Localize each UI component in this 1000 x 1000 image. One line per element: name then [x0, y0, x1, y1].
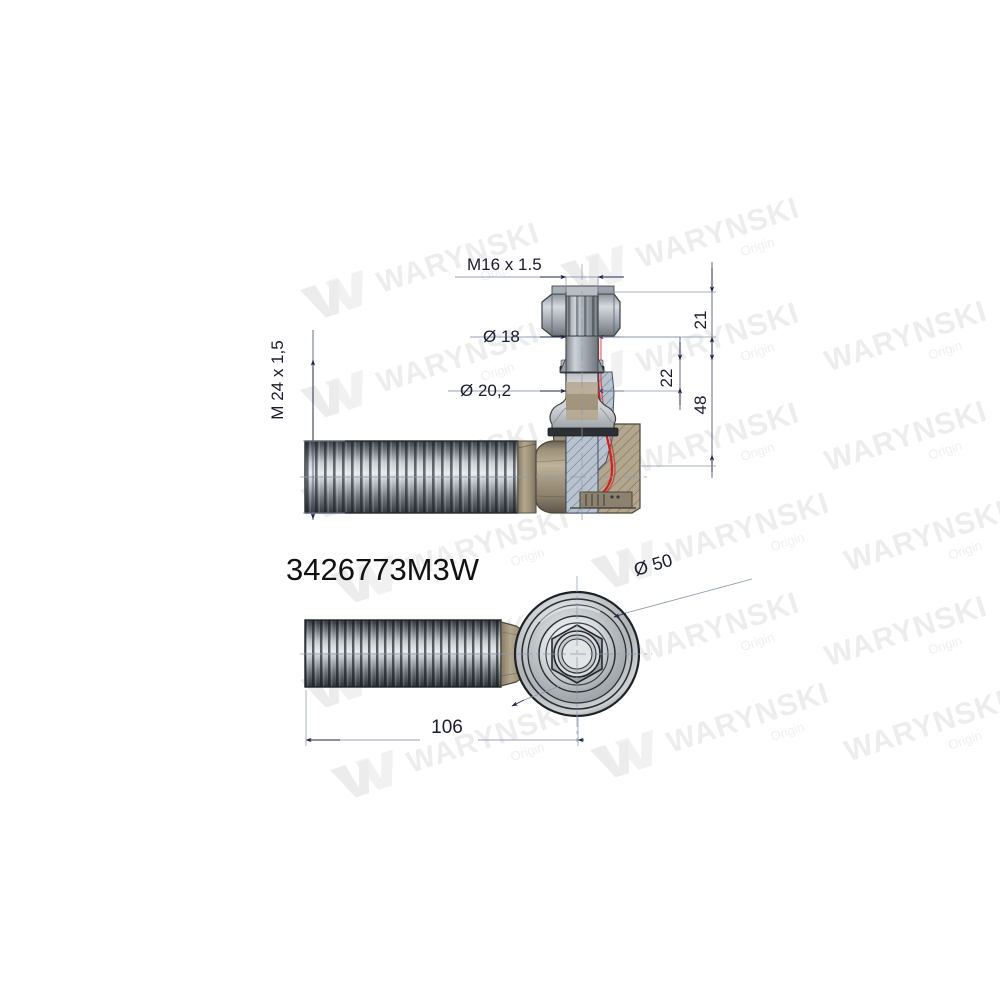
watermark-brand: WARYNSKI — [841, 685, 1000, 768]
w-mark-icon — [300, 269, 363, 318]
watermark-brand: WARYNSKI — [633, 586, 804, 669]
dim-label-housing-dia: Ø 50 — [632, 550, 675, 580]
w-mark-icon — [330, 749, 393, 798]
section-view-dimensions — [303, 262, 716, 520]
watermark-brand: WARYNSKI — [663, 486, 834, 569]
center-axis-lines — [300, 264, 648, 520]
dim-overall-length — [305, 690, 584, 746]
dim-stud-thread — [455, 274, 624, 292]
watermark-brand: WARYNSKI — [633, 191, 804, 274]
dim-label-boot-seat-dia: Ø 20,2 — [460, 381, 511, 400]
dim-label-total-height: 48 — [691, 396, 710, 415]
part-number: 3426773M3W — [286, 552, 480, 587]
w-mark-icon — [590, 729, 653, 778]
watermark-brand: WARYNSKI — [633, 296, 804, 379]
watermark-brand: WARYNSKI — [821, 295, 992, 378]
watermark-brand: WARYNSKI — [633, 396, 804, 479]
watermark-tile: WARYNSKI Origin — [821, 295, 992, 378]
dim-total-height — [640, 342, 716, 472]
watermark-brand: WARYNSKI — [663, 676, 834, 759]
w-mark-icon — [590, 539, 653, 588]
section-view-dimension-labels: M 24 x 1,5 M16 x 1.5 Ø 18 Ø 20,2 21 22 4… — [268, 255, 710, 420]
w-mark-icon — [330, 554, 393, 603]
housing-body — [535, 423, 567, 514]
w-mark-icon — [560, 244, 623, 293]
retaining-plug — [570, 491, 636, 509]
dim-label-mid-height: 22 — [657, 369, 676, 388]
dim-housing-dia — [511, 578, 753, 707]
watermark-tile: WARYNSKI Origin — [821, 395, 992, 478]
watermark-tile: WARYNSKI Origin — [590, 676, 834, 778]
plan-view-dimensions — [305, 578, 753, 746]
dim-thread-major-dia — [303, 330, 345, 520]
watermark-brand: WARYNSKI — [821, 590, 992, 673]
watermark-brand: WARYNSKI — [841, 495, 1000, 578]
top-plan-view — [300, 576, 652, 742]
sectional-side-view — [300, 264, 648, 520]
threaded-shank-lower — [304, 619, 502, 688]
watermark-tile: WARYNSKI Origin — [821, 590, 992, 673]
plan-center-lines — [300, 576, 652, 742]
w-mark-icon — [300, 369, 363, 418]
dim-label-taper-height: 21 — [691, 311, 710, 330]
watermark-tile: WARYNSKI Origin — [841, 685, 1000, 768]
watermark-brand: WARYNSKI — [821, 395, 992, 478]
watermark-tile: WARYNSKI Origin — [330, 696, 573, 798]
dim-label-stud-thread: M16 x 1.5 — [467, 255, 542, 274]
watermark-tile: WARYNSKI Origin — [300, 216, 543, 318]
dim-label-ball-stud-dia: Ø 18 — [483, 327, 520, 346]
seal-line — [595, 338, 616, 499]
dim-label-thread-major-dia: M 24 x 1,5 — [268, 340, 287, 419]
watermark-tile: WARYNSKI Origin — [841, 495, 1000, 578]
dim-label-overall-length: 106 — [431, 717, 463, 738]
